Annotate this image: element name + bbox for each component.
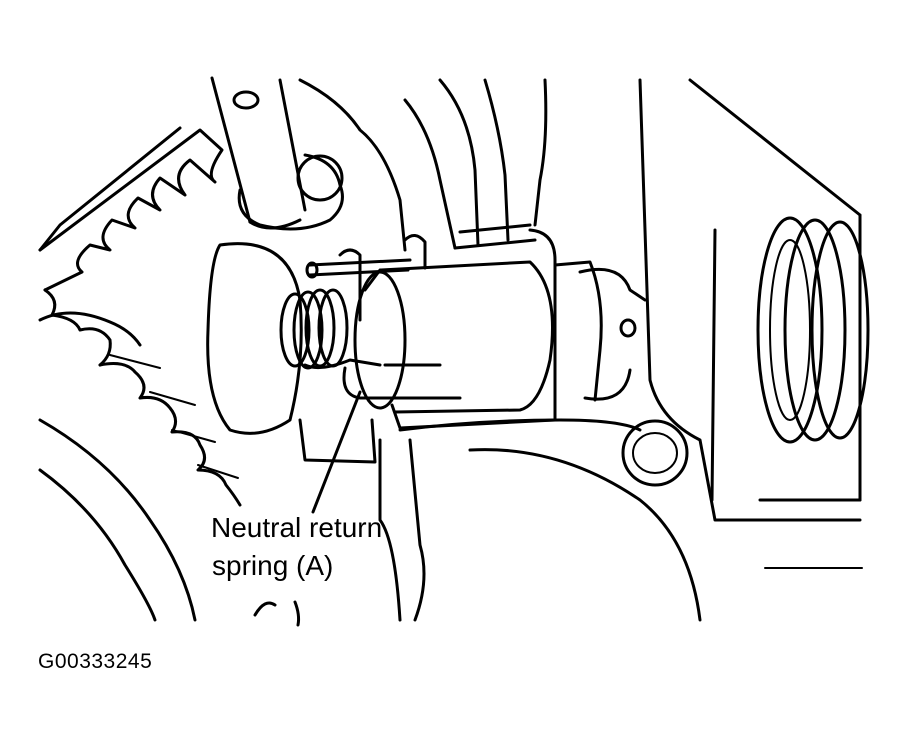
housing-arcs (38, 418, 197, 622)
callout-label-line2: spring (A) (212, 550, 334, 581)
rubber-boot (756, 216, 870, 444)
neutral-return-spring (279, 288, 462, 400)
figure-id: G00333245 (38, 650, 153, 673)
gear-teeth (38, 126, 242, 507)
pipes (298, 78, 548, 252)
bracket (305, 234, 427, 322)
shift-shaft (210, 76, 344, 231)
spring-hub (206, 242, 377, 464)
bottom-details (253, 600, 301, 627)
housing-right (378, 78, 863, 622)
callout-leader-line (311, 390, 362, 514)
callout-label-line1: Neutral return (211, 512, 383, 543)
actuator-cylinder (353, 228, 647, 430)
